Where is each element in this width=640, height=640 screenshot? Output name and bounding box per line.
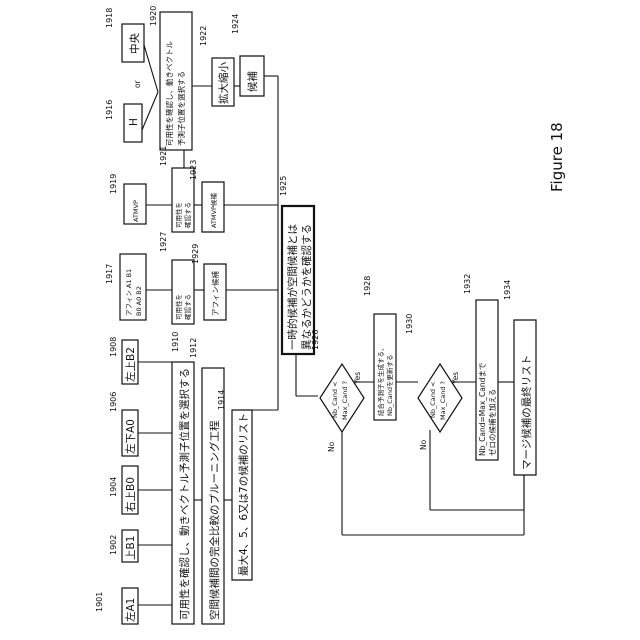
label-1930-no: No bbox=[419, 439, 428, 450]
node-1927: 1927 可用性を 確認する bbox=[159, 232, 194, 324]
label-1920-line2: 予測子位置を選択する bbox=[176, 71, 186, 146]
ref-1908: 1908 bbox=[109, 337, 118, 357]
label-h: H bbox=[128, 118, 140, 126]
label-1910: 可用性を確認し、動きベクトル予測子位置を選択する bbox=[178, 368, 191, 620]
label-center: 中央 bbox=[128, 33, 141, 54]
label-1927-line2: 確認する bbox=[183, 294, 192, 320]
node-1922: 1922 拡大縮小 bbox=[199, 26, 234, 106]
label-1920-line1: 可用性を確認し、動きベクトル bbox=[164, 41, 174, 146]
label-b1: 上B1 bbox=[125, 536, 137, 560]
label-1928-line2: Nb_Candを更新する bbox=[385, 354, 394, 416]
ref-1922: 1922 bbox=[199, 26, 208, 46]
label-1926-line1: Nb_Cand < bbox=[331, 381, 339, 418]
node-1928: 1928 結合予測子を生成する、 Nb_Candを更新する bbox=[363, 276, 396, 420]
label-1921-line1: 可用性を bbox=[174, 202, 183, 228]
node-1917: 1917 アフィン A1 B1 B0 A0 B2 bbox=[105, 254, 146, 320]
node-1920: 1920 可用性を確認し、動きベクトル 予測子位置を選択する bbox=[149, 6, 192, 150]
ref-1924: 1924 bbox=[231, 14, 240, 34]
label-atmvp-cand: ATMVP候補 bbox=[209, 193, 218, 228]
ref-1932: 1932 bbox=[463, 274, 472, 294]
label-final: マージ候補の最終リスト bbox=[520, 355, 533, 470]
node-1901: 1901 左A1 bbox=[95, 588, 138, 624]
label-atmvp: ATMVP bbox=[132, 200, 140, 222]
label-1926-no: No bbox=[327, 441, 336, 452]
node-1929: 1929 アフィン候補 bbox=[191, 244, 226, 320]
label-1930-line2: Max_Cand ? bbox=[439, 381, 447, 420]
ref-1906: 1906 bbox=[109, 392, 118, 412]
label-1917-line2: B0 A0 B2 bbox=[135, 286, 143, 316]
node-1926: 1926 Nb_Cand < Max_Cand ? Yes No bbox=[311, 330, 364, 452]
ref-1917: 1917 bbox=[105, 264, 114, 284]
ref-1934: 1934 bbox=[503, 280, 512, 300]
node-1919: 1919 ATMVP bbox=[109, 174, 146, 224]
ref-1914: 1914 bbox=[217, 390, 226, 410]
label-scale: 拡大縮小 bbox=[217, 62, 230, 104]
ref-1916: 1916 bbox=[105, 100, 114, 120]
label-1930-yes: Yes bbox=[451, 372, 460, 385]
label-1925-line1: 一時的候補が空間候補とは bbox=[286, 224, 299, 350]
label-b0: 右上B0 bbox=[124, 477, 137, 512]
ref-1919: 1919 bbox=[109, 174, 118, 194]
ref-1901: 1901 bbox=[95, 592, 104, 612]
node-1921: 1921 可用性を 確認する bbox=[159, 146, 194, 232]
node-1925: 1925 一時的候補が空間候補とは 異なるかどうかを確認する bbox=[279, 176, 314, 354]
ref-1926: 1926 bbox=[311, 330, 320, 350]
ref-1923: 1923 bbox=[189, 160, 198, 180]
ref-1912: 1912 bbox=[189, 338, 198, 358]
ref-1902: 1902 bbox=[109, 535, 118, 555]
figure-label: Figure 18 bbox=[548, 122, 566, 192]
node-1934: 1934 マージ候補の最終リスト bbox=[503, 280, 536, 475]
label-a0: 左下A0 bbox=[124, 419, 137, 454]
label-1932-line2: ゼロの候補を加える bbox=[487, 389, 497, 456]
node-1908: 1908 左上B2 bbox=[109, 337, 138, 384]
label-b2: 左上B2 bbox=[124, 347, 137, 382]
node-1924: 1924 候補 bbox=[231, 14, 264, 96]
label-1917-line1: アフィン A1 B1 bbox=[125, 269, 133, 316]
label-1914: 最大4、5、6又は7の候補のリスト bbox=[237, 413, 250, 576]
label-1926-line2: Max_Cand ? bbox=[341, 381, 349, 420]
node-1932: 1932 Nb_Cand=Max_Candまで ゼロの候補を加える bbox=[463, 274, 498, 460]
node-1904: 1904 右上B0 bbox=[109, 466, 138, 514]
ref-1904: 1904 bbox=[109, 477, 118, 497]
node-1906: 1906 左下A0 bbox=[109, 392, 138, 456]
label-1926-yes: Yes bbox=[353, 372, 362, 385]
label-cand: 候補 bbox=[246, 71, 259, 92]
ref-1920: 1920 bbox=[149, 6, 158, 26]
label-1921-line2: 確認する bbox=[183, 202, 192, 228]
ref-1927: 1927 bbox=[159, 232, 168, 252]
label-a1: 左A1 bbox=[124, 598, 137, 622]
ref-1928: 1928 bbox=[363, 276, 372, 296]
ref-1925: 1925 bbox=[279, 176, 288, 196]
label-or: or bbox=[133, 79, 142, 88]
label-1932-line1: Nb_Cand=Max_Candまで bbox=[478, 363, 487, 456]
connectors bbox=[138, 45, 524, 605]
label-1930-line1: Nb_Cand < bbox=[429, 381, 437, 418]
node-1910: 1910 可用性を確認し、動きベクトル予測子位置を選択する bbox=[171, 332, 194, 624]
node-1916: 1916 H bbox=[105, 100, 142, 142]
label-1928-line1: 結合予測子を生成する、 bbox=[376, 345, 385, 417]
label-1927-line1: 可用性を bbox=[174, 294, 183, 320]
ref-1910: 1910 bbox=[171, 332, 180, 352]
node-1902: 1902 上B1 bbox=[109, 530, 138, 562]
ref-1921: 1921 bbox=[159, 146, 168, 166]
ref-1930: 1930 bbox=[405, 314, 414, 334]
ref-1918: 1918 bbox=[105, 8, 114, 28]
ref-1929: 1929 bbox=[191, 244, 200, 264]
label-affine-cand: アフィン候補 bbox=[210, 271, 220, 316]
label-1912: 空間候補間の完全比較のプルーニング工程 bbox=[208, 420, 221, 620]
node-1918: 1918 中央 bbox=[105, 8, 144, 62]
